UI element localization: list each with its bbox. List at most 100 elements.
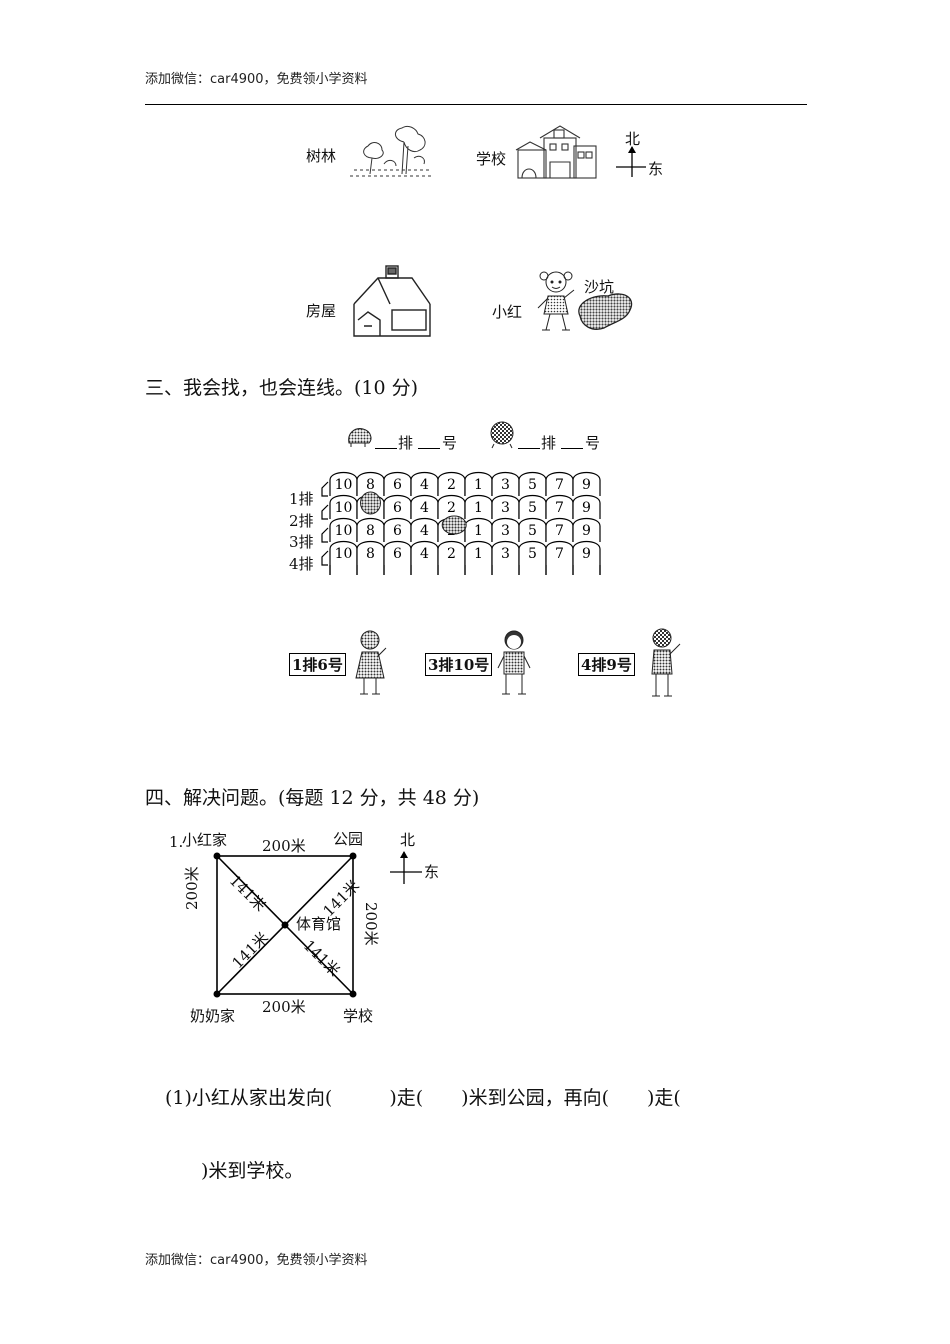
row-label-1: 1排	[289, 490, 314, 508]
blank-row-2-label: 排	[541, 434, 557, 452]
seat-number: 6	[393, 523, 402, 539]
blank-num-2-label: 号	[585, 434, 601, 452]
seat-number: 6	[393, 477, 402, 493]
seat-number: 7	[555, 477, 564, 493]
top-edge-label: 200米	[262, 837, 306, 855]
compass-east-label: 东	[648, 160, 664, 178]
forest-label: 树林	[306, 147, 337, 165]
row-bracket	[321, 504, 329, 520]
seat-number: 3	[501, 523, 510, 539]
seat-number: 10	[335, 546, 353, 562]
blank-num-1-label: 号	[442, 434, 458, 452]
school-label: 学校	[476, 150, 507, 168]
header-rule	[145, 104, 807, 105]
seat-number: 9	[582, 546, 591, 562]
tag-1[interactable]: 1排6号	[289, 653, 346, 676]
blank-num-2[interactable]	[561, 434, 583, 449]
compass-icon	[616, 146, 646, 177]
row-label-2: 2排	[289, 512, 314, 530]
seat	[572, 471, 601, 496]
compass2-east-label: 东	[424, 863, 440, 881]
dotted-hat-kid-icon	[348, 428, 372, 447]
seat-number: 10	[335, 500, 353, 516]
seat-number: 8	[366, 477, 375, 493]
house-label: 房屋	[306, 302, 337, 320]
girl-figure-1	[355, 630, 387, 695]
seated-kid-head	[441, 515, 467, 535]
seat-number: 1	[474, 523, 483, 539]
row-bracket	[321, 481, 329, 497]
compass-north-label: 北	[625, 130, 641, 148]
seat-number: 3	[501, 500, 510, 516]
seat	[572, 494, 601, 519]
sandpit-label: 沙坑	[584, 278, 615, 296]
bottom-edge-label: 200米	[262, 998, 306, 1016]
seat-number: 4	[420, 500, 429, 516]
problem-number: 1.	[169, 833, 184, 851]
school-illustration	[515, 125, 597, 179]
row-label-3: 3排	[289, 533, 314, 551]
blank-row-1[interactable]	[375, 434, 397, 449]
seat-number: 5	[528, 523, 537, 539]
compass2-icon	[390, 851, 422, 884]
school-label-2: 学校	[343, 1007, 374, 1025]
seat-number: 5	[528, 546, 537, 562]
q1-line2: )米到学校。	[201, 1160, 304, 1182]
row-bracket	[321, 527, 329, 543]
seat-number: 7	[555, 523, 564, 539]
girl-figure-2	[651, 628, 681, 697]
sandpit-illustration	[578, 293, 633, 330]
seat-number: 1	[474, 477, 483, 493]
seat-number: 4	[420, 523, 429, 539]
row-bracket	[321, 550, 329, 566]
tag-2[interactable]: 3排10号	[425, 653, 493, 676]
blank-row-2[interactable]	[518, 434, 540, 449]
seat-number: 9	[582, 523, 591, 539]
seat-number: 9	[582, 477, 591, 493]
seated-kid-head	[360, 491, 381, 515]
gym-label: 体育馆	[296, 913, 342, 934]
seat-number: 3	[501, 477, 510, 493]
q1-line1: (1)小红从家出发向( )走( )米到公园，再向( )走(	[165, 1087, 681, 1109]
seat-number: 9	[582, 500, 591, 516]
section3-title: 三、我会找，也会连线。(10 分)	[145, 377, 419, 399]
checkered-head-kid-icon	[490, 421, 514, 449]
seat-number: 6	[393, 546, 402, 562]
grandma-home-label: 奶奶家	[190, 1007, 236, 1025]
footer-note: 添加微信：car4900，免费领小学资料	[145, 1253, 368, 1268]
seat-number: 3	[501, 546, 510, 562]
xiaohong-label: 小红	[492, 303, 523, 321]
seat-number: 6	[393, 500, 402, 516]
seat-number: 2	[447, 477, 456, 493]
seat-number: 10	[335, 477, 353, 493]
blank-num-1[interactable]	[418, 434, 440, 449]
seat-number: 4	[420, 546, 429, 562]
seat-number: 2	[447, 546, 456, 562]
seat	[572, 517, 601, 542]
seat-number: 7	[555, 500, 564, 516]
seat-number: 2	[447, 500, 456, 516]
route-diagram	[213, 852, 357, 998]
seat-number: 5	[528, 500, 537, 516]
house-illustration	[353, 265, 431, 337]
boy-figure	[497, 630, 531, 695]
seat-number: 7	[555, 546, 564, 562]
left-edge-label: 200米	[183, 866, 201, 910]
xiaohong-girl-illustration	[537, 271, 575, 331]
seat-number: 10	[335, 523, 353, 539]
blank-row-1-label: 排	[398, 434, 414, 452]
seat-number: 8	[366, 523, 375, 539]
tag-3[interactable]: 4排9号	[578, 653, 635, 676]
seating-chart: 1086421357910864213579108642135791086421…	[321, 471, 601, 575]
section4-title: 四、解决问题。(每题 12 分，共 48 分)	[145, 787, 480, 809]
seat-number: 4	[420, 477, 429, 493]
seat-number: 1	[474, 546, 483, 562]
header-note: 添加微信：car4900，免费领小学资料	[145, 72, 368, 87]
row-label-4: 4排	[289, 555, 314, 573]
compass2-north-label: 北	[400, 831, 416, 849]
seat	[572, 540, 601, 565]
seat-number: 8	[366, 546, 375, 562]
seat-number: 1	[474, 500, 483, 516]
park-label: 公园	[333, 830, 364, 848]
forest-illustration	[350, 125, 434, 177]
